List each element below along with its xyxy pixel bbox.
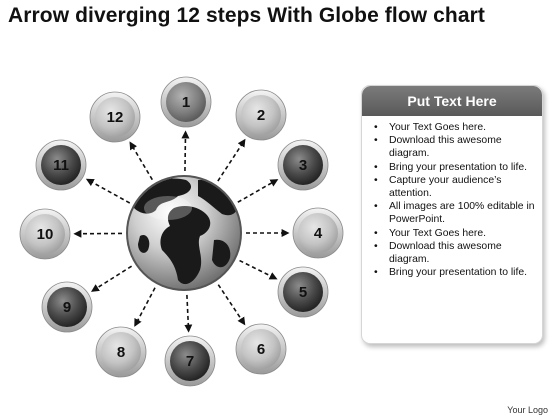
step-node-10: 10 xyxy=(19,208,71,260)
step-number: 6 xyxy=(257,341,265,358)
step-node-fill xyxy=(298,213,338,253)
step-node-fill xyxy=(241,329,281,369)
step-node-fill xyxy=(41,145,81,185)
step-node-9: 9 xyxy=(41,281,93,333)
step-number: 1 xyxy=(182,94,190,111)
step-number: 2 xyxy=(257,107,265,124)
page-title: Arrow diverging 12 steps With Globe flow… xyxy=(8,4,485,27)
step-node-5: 5 xyxy=(277,266,329,318)
step-node-fill xyxy=(101,332,141,372)
dashed-arrow-6 xyxy=(217,284,246,326)
step-node-4: 4 xyxy=(292,207,344,259)
bullet-item: Your Text Goes here. xyxy=(374,227,536,240)
bullet-list: Your Text Goes here. Download this aweso… xyxy=(362,116,542,280)
step-node-fill xyxy=(47,287,87,327)
dashed-arrows xyxy=(73,130,290,333)
text-panel: Put Text Here Your Text Goes here. Downl… xyxy=(361,85,543,344)
bullet-item: Capture your audience’s attention. xyxy=(374,174,536,200)
step-node-3: 3 xyxy=(277,139,329,191)
step-node-fill xyxy=(241,95,281,135)
step-number: 12 xyxy=(107,109,124,126)
step-number: 11 xyxy=(53,157,69,174)
dashed-arrow-11 xyxy=(85,178,131,204)
bullet-item: Download this awesome diagram. xyxy=(374,134,536,160)
dashed-arrow-5 xyxy=(239,259,278,280)
step-number: 10 xyxy=(37,226,54,243)
step-node-fill xyxy=(283,272,323,312)
step-number: 5 xyxy=(299,284,307,301)
step-number: 9 xyxy=(63,299,71,316)
step-node-8: 8 xyxy=(95,326,147,378)
step-node-fill xyxy=(166,82,206,122)
step-number: 8 xyxy=(117,344,125,361)
dashed-arrow-9 xyxy=(91,265,133,292)
dashed-arrow-7 xyxy=(184,294,193,333)
step-node-fill xyxy=(170,341,210,381)
dashed-arrow-8 xyxy=(134,287,156,327)
step-node-11: 11 xyxy=(35,139,87,191)
dashed-arrow-1 xyxy=(181,130,190,172)
step-node-7: 7 xyxy=(164,335,216,387)
step-number: 4 xyxy=(314,225,323,242)
bullet-item: All images are 100% editable in PowerPoi… xyxy=(374,200,536,226)
dashed-arrow-2 xyxy=(217,138,246,182)
step-node-fill xyxy=(25,214,65,254)
bullet-item: Download this awesome diagram. xyxy=(374,240,536,266)
bullet-item: Bring your presentation to life. xyxy=(374,266,536,279)
step-node-6: 6 xyxy=(235,323,287,375)
panel-header: Put Text Here xyxy=(362,86,542,116)
globe-icon xyxy=(126,175,242,291)
dashed-arrow-12 xyxy=(129,141,153,181)
dashed-arrow-3 xyxy=(237,179,279,203)
step-node-1: 1 xyxy=(160,76,212,128)
step-number: 3 xyxy=(299,157,307,174)
step-node-12: 12 xyxy=(89,91,141,143)
step-node-2: 2 xyxy=(235,89,287,141)
step-node-fill xyxy=(95,97,135,137)
bullet-item: Your Text Goes here. xyxy=(374,121,536,134)
step-number: 7 xyxy=(186,353,194,370)
logo-text: Your Logo xyxy=(507,405,548,415)
step-node-fill xyxy=(283,145,323,185)
bullet-item: Bring your presentation to life. xyxy=(374,161,536,174)
